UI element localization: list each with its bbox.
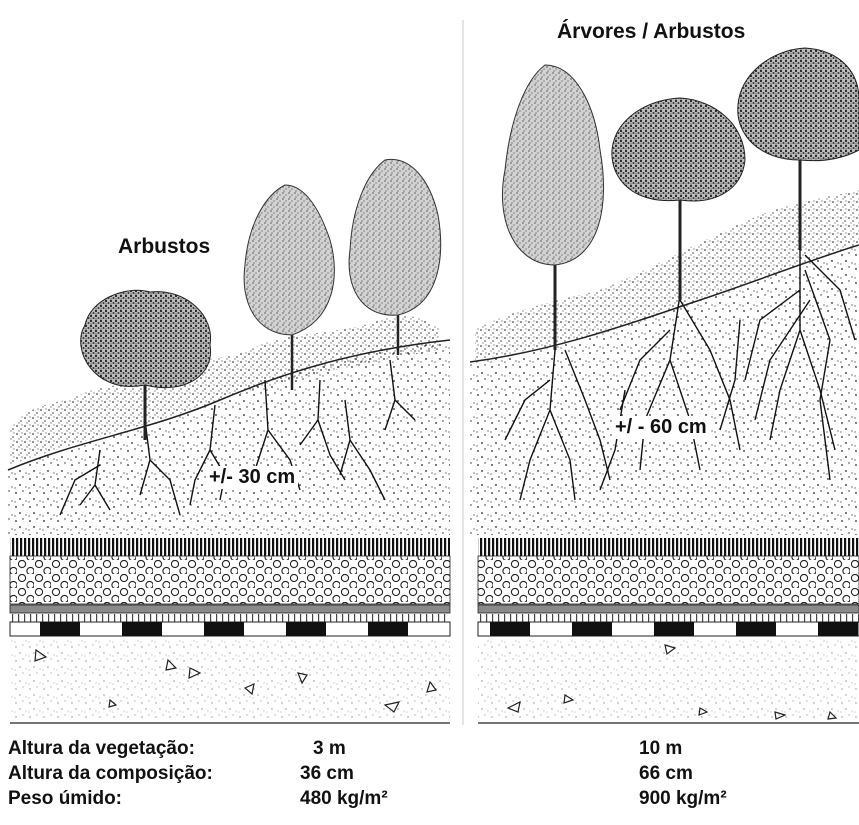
root-barrier-layer bbox=[10, 622, 450, 636]
right-composition-height: 66 cm bbox=[639, 763, 693, 785]
drainage-stripe-layer bbox=[10, 538, 450, 556]
thin-tick-layer bbox=[10, 614, 450, 622]
right-section bbox=[470, 48, 859, 723]
left-vegetation-height: 3 m bbox=[313, 738, 346, 760]
legend-wet-weight: Peso úmido: bbox=[8, 788, 122, 810]
filter-layer-right bbox=[478, 605, 859, 613]
left-composition-height: 36 cm bbox=[300, 763, 354, 785]
left-section bbox=[8, 159, 450, 723]
depth-label-left: +/- 30 cm bbox=[206, 466, 298, 489]
root-barrier-layer-right bbox=[478, 622, 859, 636]
left-wet-weight: 480 kg/m² bbox=[300, 788, 388, 810]
legend-vegetation-height: Altura da vegetação: bbox=[8, 738, 195, 760]
drainage-stripe-layer-right bbox=[478, 538, 859, 556]
section-title-left: Arbustos bbox=[118, 235, 210, 259]
section-title-right: Árvores / Arbustos bbox=[557, 20, 745, 44]
depth-label-right: +/ - 60 cm bbox=[612, 416, 710, 439]
gravel-layer bbox=[10, 556, 450, 604]
legend-composition-height: Altura da composição: bbox=[8, 763, 213, 785]
right-wet-weight: 900 kg/m² bbox=[639, 788, 727, 810]
filter-layer bbox=[10, 605, 450, 613]
right-vegetation-height: 10 m bbox=[639, 738, 682, 760]
gravel-layer-right bbox=[478, 556, 859, 604]
thin-tick-layer-right bbox=[478, 614, 859, 622]
